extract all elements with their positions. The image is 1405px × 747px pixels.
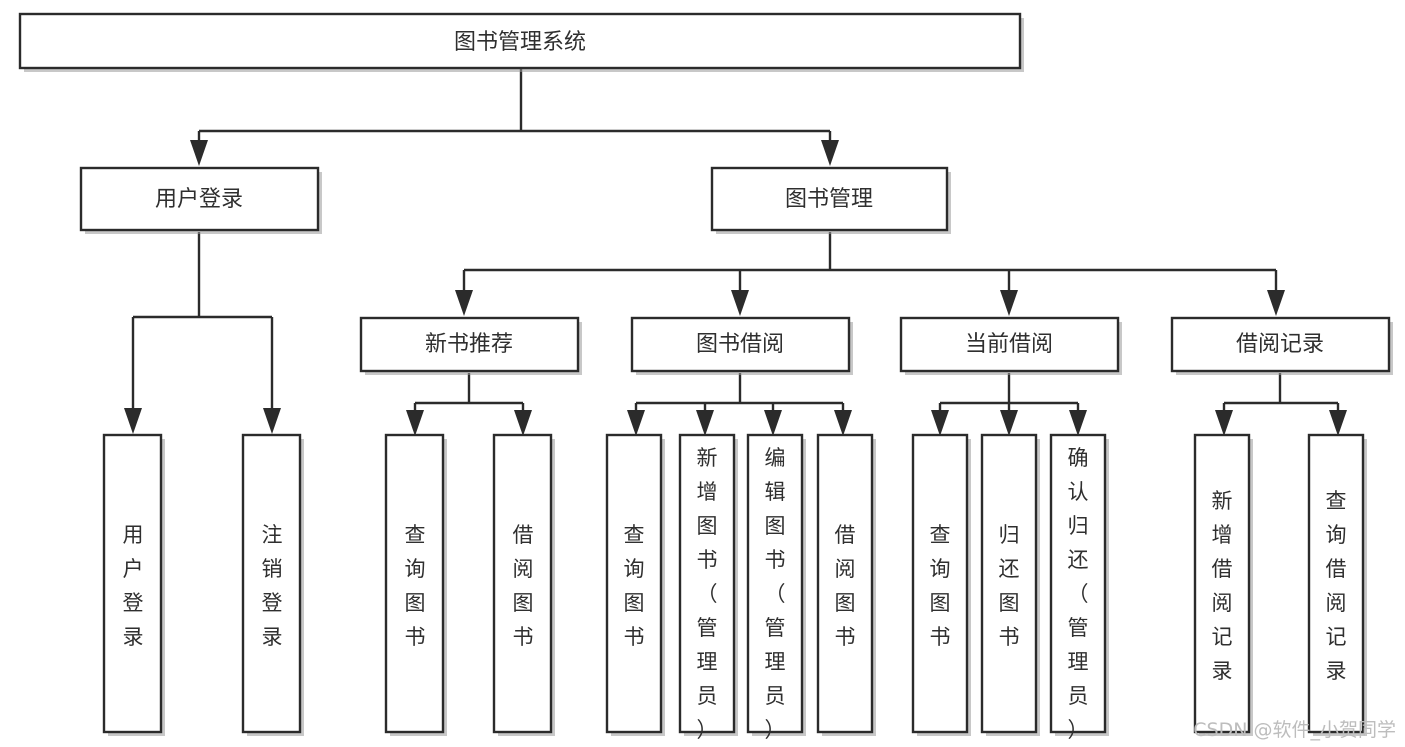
leaf-new-book-recommend-2-label: 借阅图书 — [513, 523, 534, 649]
node-current-borrow[interactable]: 当前借阅 — [899, 316, 1122, 375]
node-book-management[interactable]: 图书管理 — [710, 166, 951, 234]
node-borrow-record-label: 借阅记录 — [1236, 332, 1324, 357]
arrow-to-book-mgmt — [821, 140, 839, 166]
arrow-leaf-nbr-2 — [514, 410, 532, 436]
node-book-borrow-box[interactable] — [630, 316, 851, 373]
leaf-new-book-recommend-1-box[interactable] — [384, 433, 445, 734]
leaf-current-borrow-3[interactable]: 确认归还（管理员） — [1049, 433, 1109, 742]
node-borrow-record-box[interactable] — [1170, 316, 1391, 373]
node-book-management-box[interactable] — [710, 166, 949, 232]
node-borrow-record[interactable]: 借阅记录 — [1170, 316, 1393, 375]
leaf-borrow-record-2[interactable]: 查询借阅记录 — [1307, 433, 1367, 736]
leaf-book-borrow-3-box[interactable] — [746, 433, 804, 734]
node-book-borrow-label: 图书借阅 — [696, 332, 784, 357]
arrow-leaf-br-1 — [1215, 410, 1233, 436]
leaf-new-book-recommend-1[interactable]: 查询图书 — [384, 433, 447, 736]
leaf-borrow-record-2-label: 查询借阅记录 — [1326, 489, 1347, 683]
leaf-current-borrow-1-box[interactable] — [911, 433, 969, 734]
leaf-new-book-recommend-1-label: 查询图书 — [405, 523, 426, 649]
leaf-book-borrow-1[interactable]: 查询图书 — [605, 433, 665, 736]
leaf-user-login-1-label: 用户登录 — [123, 523, 144, 649]
node-book-borrow[interactable]: 图书借阅 — [630, 316, 853, 375]
leaf-book-borrow-1-box[interactable] — [605, 433, 663, 734]
node-root-box[interactable] — [18, 12, 1022, 70]
arrow-to-book-borrow — [731, 290, 749, 316]
arrow-to-user-login — [190, 140, 208, 166]
leaf-book-borrow-1-label: 查询图书 — [624, 523, 645, 649]
leaf-borrow-record-1[interactable]: 新增借阅记录 — [1193, 433, 1253, 736]
leaf-book-borrow-4[interactable]: 借阅图书 — [816, 433, 876, 736]
leaf-current-borrow-1[interactable]: 查询图书 — [911, 433, 971, 736]
leaf-current-borrow-2-box[interactable] — [980, 433, 1038, 734]
node-new-book-recommend-label: 新书推荐 — [425, 332, 513, 357]
arrow-leaf-cb-1 — [931, 410, 949, 436]
arrow-leaf-br-2 — [1329, 410, 1347, 436]
leaf-user-login-2-box[interactable] — [241, 433, 302, 734]
node-book-management-label: 图书管理 — [785, 187, 873, 212]
node-new-book-recommend-box[interactable] — [359, 316, 580, 373]
arrow-leaf-bb-2 — [696, 410, 714, 436]
leaf-borrow-record-2-box[interactable] — [1307, 433, 1365, 734]
leaf-current-borrow-2-label: 归还图书 — [999, 523, 1020, 649]
leaf-user-login-2[interactable]: 注销登录 — [241, 433, 304, 736]
arrow-to-new-book-recommend — [455, 290, 473, 316]
leaf-book-borrow-3-label: 编辑图书（管理员） — [765, 446, 786, 742]
node-new-book-recommend[interactable]: 新书推荐 — [359, 316, 582, 375]
leaf-current-borrow-3-box[interactable] — [1049, 433, 1107, 734]
leaf-user-login-2-label: 注销登录 — [262, 523, 283, 649]
leaf-current-borrow-1-label: 查询图书 — [930, 523, 951, 649]
node-user-login-box[interactable] — [79, 166, 320, 232]
leaf-user-login-1[interactable]: 用户登录 — [102, 433, 165, 736]
arrow-leaf-user-login-1 — [124, 408, 142, 434]
arrow-to-borrow-record — [1267, 290, 1285, 316]
leaf-book-borrow-3[interactable]: 编辑图书（管理员） — [746, 433, 806, 742]
leaf-user-login-1-box[interactable] — [102, 433, 163, 734]
arrow-leaf-cb-3 — [1069, 410, 1087, 436]
node-current-borrow-box[interactable] — [899, 316, 1120, 373]
leaf-book-borrow-4-label: 借阅图书 — [835, 523, 856, 649]
arrow-to-current-borrow — [1000, 290, 1018, 316]
node-root-label: 图书管理系统 — [454, 30, 586, 55]
arrow-leaf-bb-3 — [764, 410, 782, 436]
node-root[interactable]: 图书管理系统 — [18, 12, 1024, 72]
leaf-book-borrow-2[interactable]: 新增图书（管理员） — [678, 433, 738, 742]
node-user-login-label: 用户登录 — [155, 187, 243, 212]
leaf-current-borrow-3-label: 确认归还（管理员） — [1068, 446, 1089, 742]
watermark: CSDN @软件_小贺同学 — [1193, 719, 1396, 741]
leaf-book-borrow-2-label: 新增图书（管理员） — [697, 446, 718, 742]
connector-layer — [124, 68, 1347, 436]
arrow-leaf-bb-1 — [627, 410, 645, 436]
node-current-borrow-label: 当前借阅 — [965, 332, 1053, 357]
leaf-new-book-recommend-2[interactable]: 借阅图书 — [492, 433, 555, 736]
arrow-leaf-bb-4 — [834, 410, 852, 436]
leaf-book-borrow-2-box[interactable] — [678, 433, 736, 734]
node-user-login[interactable]: 用户登录 — [79, 166, 322, 234]
arrow-leaf-nbr-1 — [406, 410, 424, 436]
leaf-book-borrow-4-box[interactable] — [816, 433, 874, 734]
leaf-new-book-recommend-2-box[interactable] — [492, 433, 553, 734]
leaf-current-borrow-2[interactable]: 归还图书 — [980, 433, 1040, 736]
leaf-borrow-record-1-box[interactable] — [1193, 433, 1251, 734]
leaf-borrow-record-1-label: 新增借阅记录 — [1212, 489, 1233, 683]
arrow-leaf-user-login-2 — [263, 408, 281, 434]
arrow-leaf-cb-2 — [1000, 410, 1018, 436]
